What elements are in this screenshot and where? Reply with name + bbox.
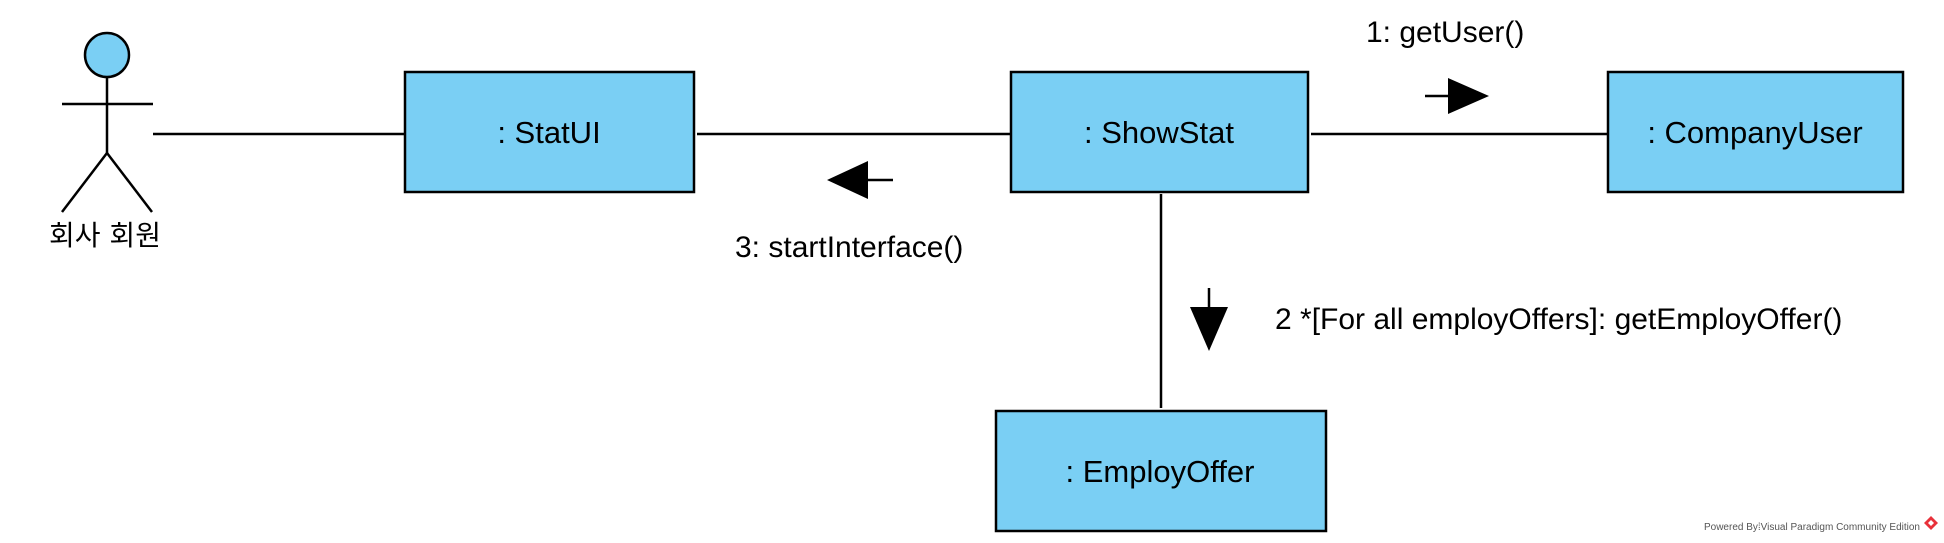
object-showstat-label: : ShowStat bbox=[1084, 115, 1234, 150]
footer-text: Powered By⁞Visual Paradigm Community Edi… bbox=[1704, 522, 1920, 533]
actor-company-member[interactable]: 회사 회원 bbox=[49, 31, 161, 252]
message-2[interactable]: 2 *[For all employOffers]: getEmployOffe… bbox=[1190, 288, 1842, 351]
object-statui-box bbox=[403, 70, 696, 194]
actor-head bbox=[83, 31, 131, 79]
object-showstat[interactable]: : ShowStat bbox=[1009, 70, 1310, 194]
message-2-label: 2 *[For all employOffers]: getEmployOffe… bbox=[1275, 303, 1842, 336]
object-showstat-box bbox=[1009, 70, 1310, 194]
actor-right-leg bbox=[106, 152, 153, 213]
object-companyuser-box bbox=[1606, 70, 1905, 194]
visual-paradigm-logo-icon bbox=[1924, 516, 1938, 530]
links bbox=[153, 132, 1607, 408]
footer-watermark: Powered By⁞Visual Paradigm Community Edi… bbox=[1704, 516, 1938, 533]
message-1-label: 1: getUser() bbox=[1366, 16, 1524, 49]
object-employoffer-box bbox=[994, 409, 1328, 533]
object-statui-label: : StatUI bbox=[497, 115, 600, 150]
message-2-arrow-icon bbox=[1190, 288, 1228, 351]
message-3-label: 3: startInterface() bbox=[735, 231, 963, 264]
actor-label: 회사 회원 bbox=[49, 219, 161, 252]
message-3[interactable]: 3: startInterface() bbox=[735, 161, 963, 264]
message-3-arrow-icon bbox=[827, 161, 893, 199]
object-companyuser-label: : CompanyUser bbox=[1647, 115, 1862, 150]
message-1[interactable]: 1: getUser() bbox=[1366, 16, 1524, 114]
message-1-arrow-icon bbox=[1425, 78, 1489, 114]
object-employoffer-label: : EmployOffer bbox=[1066, 454, 1255, 489]
object-statui[interactable]: : StatUI bbox=[403, 70, 696, 194]
object-employoffer[interactable]: : EmployOffer bbox=[994, 409, 1328, 533]
actor-left-leg bbox=[61, 152, 108, 213]
object-companyuser[interactable]: : CompanyUser bbox=[1606, 70, 1905, 194]
